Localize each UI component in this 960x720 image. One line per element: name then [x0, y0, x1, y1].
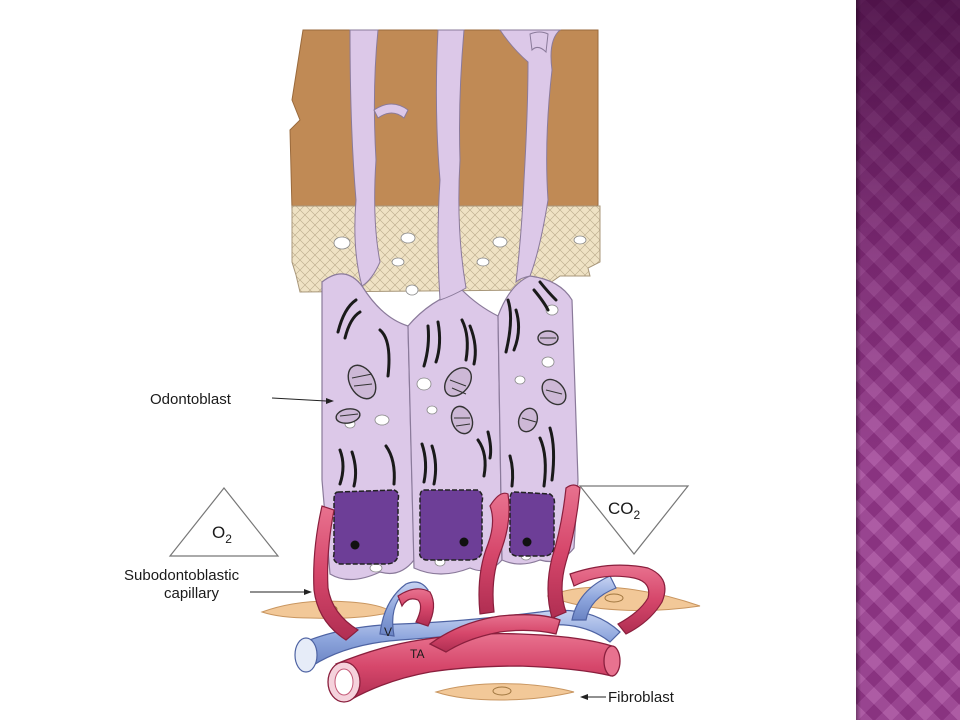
vein-label: V	[384, 625, 392, 639]
odontoblast-leader-line	[271, 397, 327, 402]
fibroblast-cell-right	[546, 586, 701, 611]
odontoblast-diagram: O2 CO2 Odontoblast Subodontoblastic capi…	[124, 29, 701, 706]
arteriole-label: TA	[410, 647, 424, 661]
nucleoli	[350, 537, 532, 550]
fibroblast-arrowhead	[580, 694, 588, 700]
oxygen-triangle	[168, 487, 280, 557]
oxygen-label: O2	[212, 523, 232, 546]
capillary-arrowhead	[304, 589, 312, 595]
nucleus-right	[508, 491, 556, 557]
nucleus-left	[332, 489, 400, 565]
odontoblast-label: Odontoblast	[150, 391, 232, 408]
capillary-loops	[313, 484, 666, 641]
mitochondria-cristae	[339, 337, 563, 427]
odontoblast-processes	[349, 29, 562, 301]
capillary-label-line1: Subodontoblastic	[124, 567, 240, 584]
vein-opening	[294, 637, 318, 673]
arteriole-opening-right	[603, 645, 621, 677]
decorative-side-panel	[856, 0, 960, 720]
fibroblast-cell-bottom	[434, 683, 575, 701]
capillary-label-line2: capillary	[164, 585, 220, 602]
nuclei	[332, 489, 556, 565]
fibroblast-label: Fibroblast	[608, 689, 675, 706]
nucleus-middle	[418, 489, 484, 561]
organelles	[336, 280, 558, 488]
co2-label: CO2	[608, 499, 641, 522]
terminal-arteriole	[327, 614, 621, 703]
co2-triangle	[578, 485, 690, 555]
odontoblast-arrowhead	[326, 398, 334, 404]
